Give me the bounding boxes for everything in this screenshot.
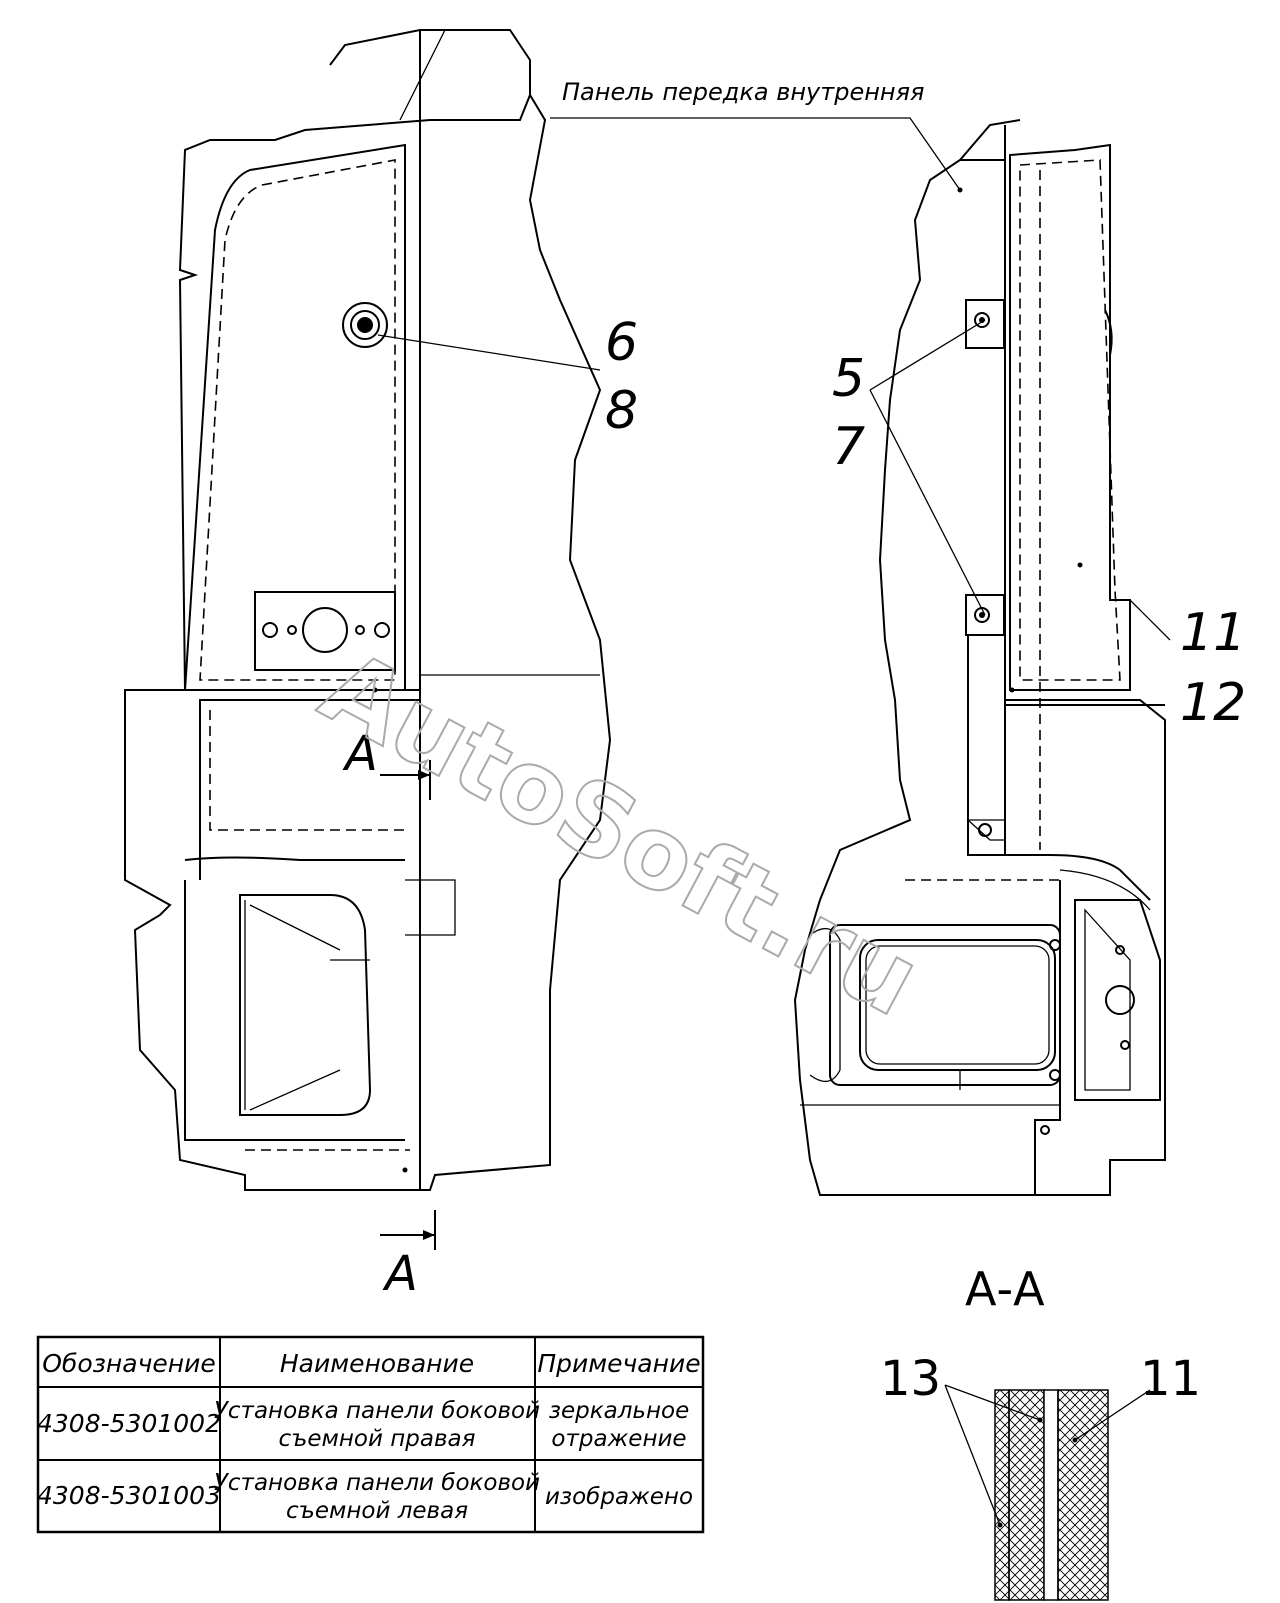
left-arch-top <box>184 856 405 861</box>
callout-leaders <box>869 319 1171 641</box>
callout-7: 7 <box>832 417 865 477</box>
section-mark-bottom: A <box>380 1210 436 1302</box>
right-arch-top <box>1005 854 1151 901</box>
left-side-panel <box>183 143 406 691</box>
row1-name-line1: Установка панели боковой <box>214 1398 540 1424</box>
section-title: А-А <box>965 1262 1045 1316</box>
right-side-panel-11 <box>1009 143 1131 691</box>
left-step <box>239 894 372 1116</box>
section-a-a: А-А 13 11 <box>880 1262 1201 1601</box>
row2-name-line1: Установка панели боковой <box>214 1470 540 1496</box>
note-leaders <box>377 117 963 371</box>
callout-8: 8 <box>605 381 638 441</box>
hinge-plate <box>254 591 396 671</box>
left-cab-outline <box>124 29 612 1191</box>
row2-note-line1: изображено <box>545 1484 693 1510</box>
header-note: Примечание <box>537 1349 700 1378</box>
bracket-5-7 <box>965 299 1006 856</box>
parts-table: Обозначение Наименование Примечание 4308… <box>36 1335 705 1534</box>
callout-11: 11 <box>1180 603 1246 663</box>
header-name: Наименование <box>280 1349 474 1378</box>
callout-12: 12 <box>1180 673 1246 733</box>
right-view <box>793 119 1166 1196</box>
row2-name-line2: съемной левая <box>286 1498 468 1524</box>
svg-text:A: A <box>342 726 378 782</box>
left-lower-frame <box>184 880 405 1141</box>
callout-numbers: 6 8 5 7 11 12 <box>605 313 1246 733</box>
right-step <box>1074 899 1161 1101</box>
bolt-6-8 <box>342 302 388 348</box>
left-latch <box>405 879 456 936</box>
row1-name-line2: съемной правая <box>279 1426 476 1452</box>
callout-6: 6 <box>605 313 638 373</box>
section-callout-11: 11 <box>1140 1351 1201 1407</box>
row1-code: 4308-5301002 <box>37 1409 221 1438</box>
row2-code: 4308-5301003 <box>37 1481 221 1510</box>
svg-text:A: A <box>382 1246 418 1302</box>
right-cab-outline <box>793 119 1166 1196</box>
callout-5: 5 <box>832 349 865 409</box>
header-code: Обозначение <box>42 1349 215 1378</box>
section-callout-13: 13 <box>880 1351 941 1407</box>
left-view <box>124 29 612 1191</box>
row1-note-line1: зеркальное <box>549 1398 689 1424</box>
panel-note: Панель передка внутренняя <box>562 78 924 106</box>
watermark: AutoSoft.ru <box>304 628 938 1039</box>
left-belt-joint <box>125 689 421 880</box>
section-mark-top: A <box>342 726 431 800</box>
row1-note-line2: отражение <box>551 1426 686 1452</box>
left-pillar-top <box>399 29 446 121</box>
